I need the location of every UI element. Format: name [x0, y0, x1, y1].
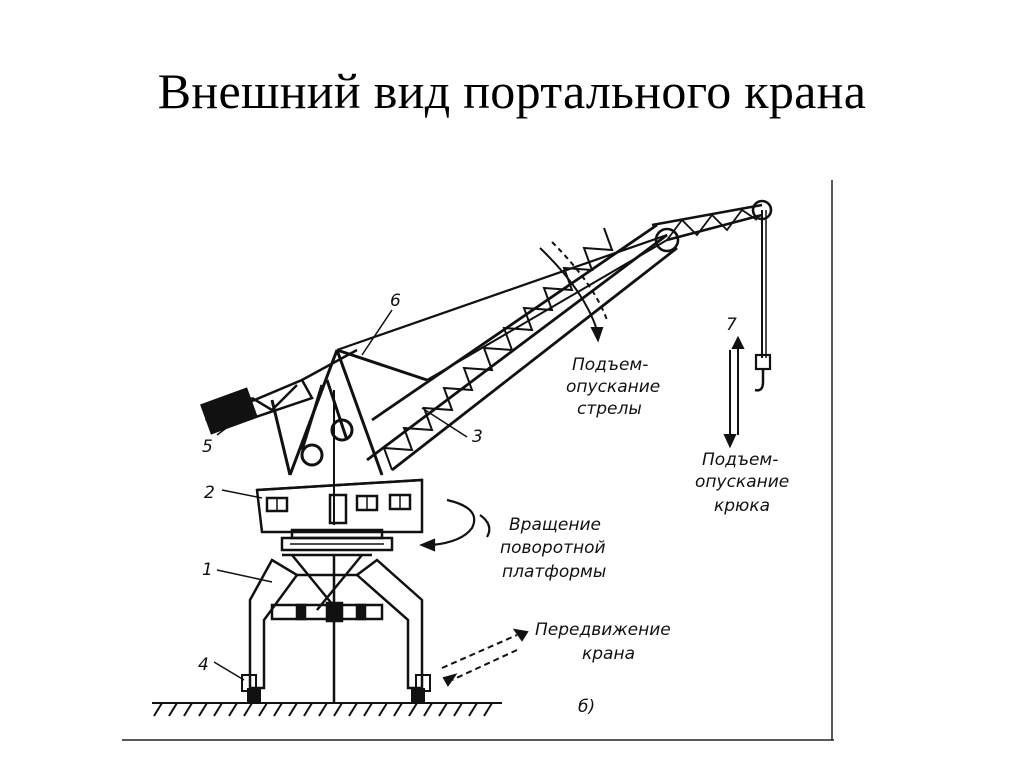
part-number-3: 3	[472, 427, 483, 447]
ground-hatching	[152, 702, 502, 717]
main-boom	[366, 223, 678, 472]
travel-label-2: крана	[582, 644, 635, 664]
travel-label-1: Передвижение	[535, 620, 671, 640]
a-frame	[270, 348, 428, 525]
rotation-arrows	[419, 498, 491, 552]
counterweight	[200, 387, 258, 435]
rail-bogie-left	[247, 688, 261, 703]
part-number-4: 4	[198, 655, 209, 675]
hook-motion-arrows	[723, 335, 745, 449]
tie-rod	[336, 233, 668, 352]
travel-arrows	[441, 628, 529, 687]
hook	[754, 370, 765, 392]
rotation-label-3: платформы	[502, 562, 606, 582]
rotation-label-1: Вращение	[509, 515, 601, 535]
portal-crane-figure: 1 2 3 4 5 6 7 Подъем- опускание стрелы П…	[122, 180, 834, 742]
part-number-7: 7	[726, 315, 737, 335]
boom-rod	[426, 239, 668, 381]
rotation-label-2: поворотной	[500, 538, 606, 558]
boom-lift-label-1: Подъем-	[572, 355, 648, 375]
leader-lines	[213, 309, 468, 681]
part-number-1: 1	[202, 560, 213, 580]
part-number-5: 5	[202, 437, 213, 457]
hook-block	[754, 353, 772, 371]
rail-bogie-right	[411, 688, 425, 703]
boom-luffing-arrow	[539, 241, 608, 343]
turntable	[280, 528, 394, 552]
part-number-6: 6	[390, 291, 401, 311]
figure-letter: б)	[578, 697, 595, 717]
hook-lift-label-1: Подъем-	[702, 450, 778, 470]
part-number-2: 2	[204, 483, 215, 503]
portal-gantry	[248, 553, 424, 703]
machine-house	[255, 478, 424, 534]
jib	[651, 199, 773, 253]
hook-lift-label-3: крюка	[714, 496, 770, 516]
hook-lift-label-2: опускание	[695, 472, 789, 492]
boom-lift-label-3: стрелы	[577, 399, 642, 419]
boom-lift-label-2: опускание	[566, 377, 660, 397]
portal-crane-diagram: 1 2 3 4 5 6 7 Подъем- опускание стрелы П…	[122, 180, 834, 741]
slide-title: Внешний вид портального крана	[157, 63, 867, 119]
